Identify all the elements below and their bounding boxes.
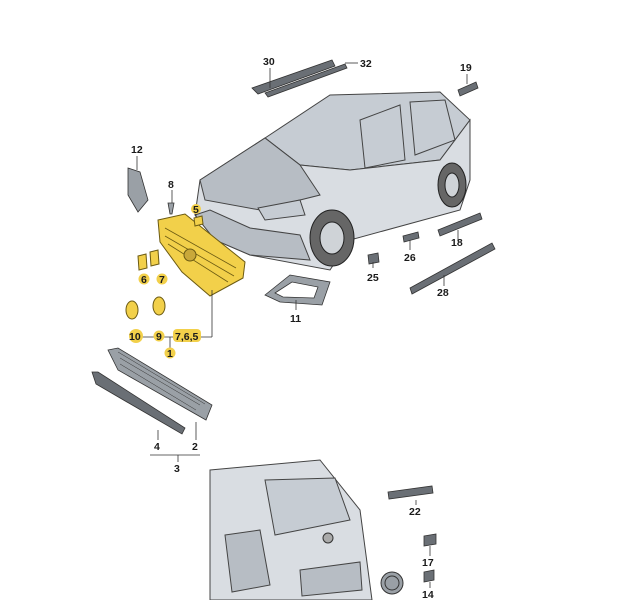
callout-7-6-5: 7,6,5 [175,331,199,343]
callout-3: 3 [174,463,180,475]
callout-6: 6 [141,274,147,286]
callout-10: 10 [129,331,141,343]
callout-28: 28 [437,287,449,299]
callout-30: 30 [263,56,275,68]
callout-labels: 30 32 19 12 8 5 6 7 10 9 7,6,5 1 11 25 2… [129,56,472,600]
grille-assembly [125,167,331,320]
callout-5: 5 [193,204,199,216]
callout-18: 18 [451,237,463,249]
callout-32: 32 [360,58,372,70]
callout-1: 1 [167,348,173,360]
callout-22: 22 [409,506,421,518]
callout-17: 17 [422,557,434,569]
callout-19: 19 [460,62,472,74]
callout-11: 11 [290,313,301,325]
callout-2: 2 [192,441,198,453]
callout-12: 12 [131,144,143,156]
callout-9: 9 [156,331,162,343]
car-front-view [194,59,496,295]
car-rear-view [209,459,437,600]
callout-4: 4 [154,441,160,453]
callout-25: 25 [367,272,379,284]
callout-7: 7 [159,274,165,286]
callout-highlights [129,204,201,359]
lower-grille-assembly [91,347,213,435]
callout-14: 14 [422,589,434,600]
callout-8: 8 [168,179,174,191]
callout-26: 26 [404,252,416,264]
